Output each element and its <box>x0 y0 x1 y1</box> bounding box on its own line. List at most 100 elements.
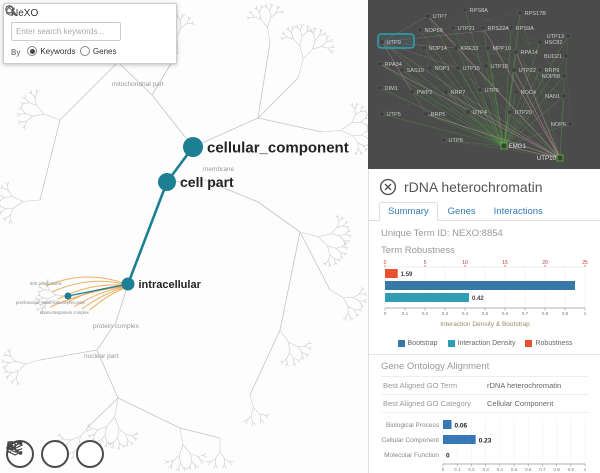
network-node-RRP7[interactable] <box>443 89 449 95</box>
network-node-RPS9A[interactable] <box>508 25 514 31</box>
network-node-UTP8[interactable] <box>441 137 447 143</box>
tab-interactions[interactable]: Interactions <box>493 206 543 217</box>
network-node-label-EMG1[interactable]: EMG1 <box>509 143 527 150</box>
tree-node-label-intracellular[interactable]: intracellular <box>139 279 202 291</box>
radio-genes[interactable]: Genes <box>79 46 117 56</box>
network-node-RPS8A[interactable] <box>462 7 468 13</box>
network-node-PWP2[interactable] <box>409 89 415 95</box>
ontology-tree[interactable]: mitochondrial part membrane protein comple… <box>0 0 368 473</box>
network-node-UTP18[interactable] <box>483 63 489 69</box>
network-node-label-NOP6[interactable]: NOP6 <box>551 122 566 128</box>
network-node-label-KRE33[interactable]: KRE33 <box>461 46 479 52</box>
zoom-out-button[interactable] <box>7 440 69 468</box>
network-node-label-UTP22[interactable]: UTP22 <box>519 68 536 74</box>
network-node-UTP6[interactable] <box>477 87 483 93</box>
network-node-label-RPA34[interactable]: RPA34 <box>385 62 402 68</box>
network-node-label-UTP4[interactable]: UTP4 <box>473 110 487 116</box>
network-node-label-UTP18[interactable]: UTP18 <box>491 64 508 70</box>
network-node-UTP4[interactable] <box>465 109 471 115</box>
network-node-label-RPA14[interactable]: RPA14 <box>521 50 538 56</box>
network-node-UTP10[interactable] <box>556 154 564 162</box>
tree-node-label-cell-part[interactable]: cell part <box>180 174 234 190</box>
network-node-RRP9[interactable] <box>537 67 543 73</box>
network-node-NOP6[interactable] <box>567 121 573 127</box>
network-node-label-UTP5[interactable]: UTP5 <box>387 112 401 118</box>
fit-view-button[interactable] <box>7 440 104 468</box>
network-node-UTP15[interactable] <box>455 65 461 71</box>
network-node-NOP14[interactable] <box>421 45 427 51</box>
network-node-label-HSC82[interactable]: HSC82 <box>545 40 563 46</box>
gene-network-panel[interactable]: UTP7 RPS8A RPS17B NOP56 UTP21 RPS22A RPS9A HSC8… <box>368 0 600 169</box>
network-node-BUD21[interactable] <box>563 53 569 59</box>
network-node-label-NOP56[interactable]: NOP56 <box>425 28 443 34</box>
network-node-label-UTP20[interactable]: UTP20 <box>515 110 532 116</box>
network-node-UTP13[interactable] <box>565 33 571 39</box>
network-node-EMG1[interactable] <box>500 142 508 150</box>
network-node-NOC4[interactable] <box>513 89 519 95</box>
network-node-UTP9[interactable] <box>379 39 385 45</box>
network-node-SAS10[interactable] <box>399 67 405 73</box>
network-node-label-SAS10[interactable]: SAS10 <box>407 68 424 74</box>
network-node-RRP5[interactable] <box>423 111 429 117</box>
network-node-label-MPP10[interactable]: MPP10 <box>493 46 511 52</box>
tree-minor-label[interactable]: protein complex <box>93 323 140 330</box>
network-node-NAN1[interactable] <box>561 93 567 99</box>
network-node-label-UTP6[interactable]: UTP6 <box>485 88 499 94</box>
network-node-MPP10[interactable] <box>485 45 491 51</box>
close-icon[interactable] <box>379 178 397 196</box>
network-node-label-RPS8A[interactable]: RPS8A <box>470 8 489 14</box>
network-node-label-RPS22A[interactable]: RPS22A <box>488 26 510 32</box>
tab-summary[interactable]: Summary <box>379 202 438 221</box>
network-node-label-NOC4[interactable]: NOC4 <box>521 90 537 96</box>
network-node-UTP21[interactable] <box>450 25 456 31</box>
radio-dot[interactable] <box>79 46 90 56</box>
network-node-label-UTP7[interactable]: UTP7 <box>433 14 447 20</box>
network-node-label-NOP1[interactable]: NOP1 <box>435 66 450 72</box>
tab-genes[interactable]: Genes <box>447 206 476 217</box>
network-node-label-UTP9[interactable]: UTP9 <box>387 40 401 46</box>
network-node-label-RRP5[interactable]: RRP5 <box>431 112 446 118</box>
network-node-label-UTP15[interactable]: UTP15 <box>463 66 480 72</box>
radio-keywords[interactable]: Keywords <box>27 46 75 56</box>
network-node-label-UTP21[interactable]: UTP21 <box>458 26 475 32</box>
network-node-UTP5[interactable] <box>379 111 385 117</box>
network-node-UTP20[interactable] <box>507 109 513 115</box>
network-node-label-RPS9A[interactable]: RPS9A <box>516 26 535 32</box>
search-input[interactable] <box>11 22 121 41</box>
network-node-label-RRP7[interactable]: RRP7 <box>451 90 466 96</box>
tree-minor-label[interactable]: mitochondrial part <box>112 81 164 88</box>
network-node-NOP56[interactable] <box>417 27 423 33</box>
tree-cluster-node[interactable] <box>64 292 72 300</box>
network-node-UTP22[interactable] <box>511 67 517 73</box>
network-node-label-PWP2[interactable]: PWP2 <box>417 90 433 96</box>
network-node-label-UTP13[interactable]: UTP13 <box>547 34 564 40</box>
network-node-label-RPS17B[interactable]: RPS17B <box>525 11 547 17</box>
network-node-label-NAN1[interactable]: NAN1 <box>545 94 560 100</box>
ontology-tree-panel[interactable]: mitochondrial part membrane protein comple… <box>0 0 368 473</box>
gene-interaction-network[interactable]: UTP7 RPS8A RPS17B NOP56 UTP21 RPS22A RPS9A HSC8… <box>368 0 600 169</box>
network-node-RPA34[interactable] <box>377 61 383 67</box>
tree-node-label-cellular_component[interactable]: cellular_component <box>207 139 349 156</box>
network-node-HSC82[interactable] <box>537 39 543 45</box>
network-node-label-UTP8[interactable]: UTP8 <box>449 138 463 144</box>
network-node-NOP1[interactable] <box>427 65 433 71</box>
tree-depth-button[interactable] <box>6 441 135 466</box>
network-node-label-UTP10[interactable]: UTP10 <box>537 155 557 162</box>
network-node-KRE33[interactable] <box>453 45 459 51</box>
network-node-RPS22A[interactable] <box>480 25 486 31</box>
network-node-label-NOP14[interactable]: NOP14 <box>429 46 447 52</box>
network-node-label-RRP9[interactable]: RRP9 <box>545 68 560 74</box>
network-node-UTP7[interactable] <box>425 13 431 19</box>
tree-node-cellular_component[interactable] <box>183 137 203 157</box>
network-node-DIM1[interactable] <box>377 85 383 91</box>
network-node-label-BUD21[interactable]: BUD21 <box>544 54 562 60</box>
network-node-RPS17B[interactable] <box>517 10 523 16</box>
network-node-NOP58[interactable] <box>561 73 567 79</box>
radio-dot[interactable] <box>27 46 38 56</box>
network-node-label-DIM1[interactable]: DIM1 <box>385 86 398 92</box>
network-node-label-NOP58[interactable]: NOP58 <box>542 74 560 80</box>
tree-minor-label[interactable]: nuclear part <box>84 353 119 360</box>
tree-minor-label[interactable]: membrane <box>203 166 234 173</box>
tree-node-cell-part[interactable] <box>158 173 176 191</box>
tree-node-intracellular[interactable] <box>121 277 135 291</box>
